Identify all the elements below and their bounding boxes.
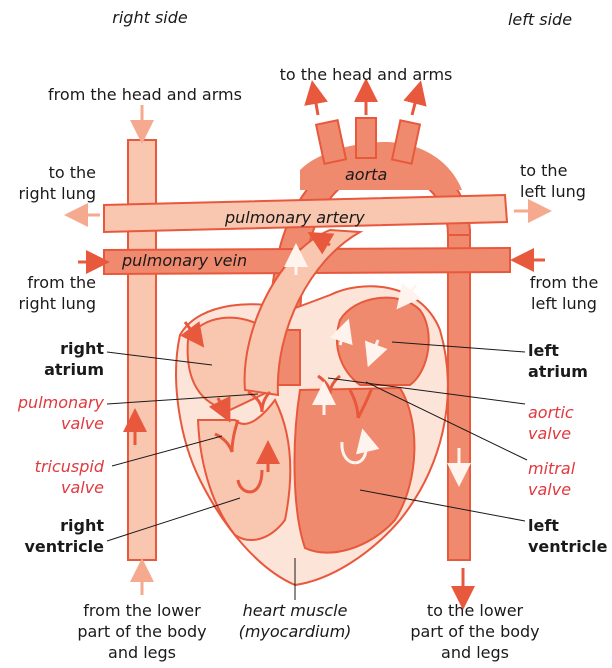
pulmonary-artery-label: pulmonary artery xyxy=(224,208,365,227)
tricuspid-valve-label: tricuspid valve xyxy=(10,456,104,498)
aorta-branch-2 xyxy=(356,118,376,158)
pulmonary-valve-label: pulmonary valve xyxy=(2,392,104,434)
to-left-lung-label: to the left lung xyxy=(520,160,610,202)
from-lower-body-label: from the lower part of the body and legs xyxy=(62,600,222,663)
from-left-lung-label: from the left lung xyxy=(518,272,610,314)
from-head-arms-label: from the head and arms xyxy=(30,84,260,105)
aortic-valve-label: aortic valve xyxy=(528,402,608,444)
mitral-valve-label: mitral valve xyxy=(528,458,608,500)
aorta-label: aorta xyxy=(345,165,387,184)
to-head-arms-label: to the head and arms xyxy=(266,64,466,85)
left-ventricle-label: left ventricle xyxy=(528,515,610,557)
to-right-lung-label: to the right lung xyxy=(8,162,96,204)
left-side-heading: left side xyxy=(490,9,590,30)
from-right-lung-label: from the right lung xyxy=(8,272,96,314)
right-ventricle-label: right ventricle xyxy=(10,515,104,557)
right-atrium-label: right atrium xyxy=(10,338,104,380)
left-atrium-label: left atrium xyxy=(528,340,608,382)
left-atrium-chamber xyxy=(337,298,429,385)
right-side-heading: right side xyxy=(100,7,200,28)
pulmonary-vein-label: pulmonary vein xyxy=(121,251,247,270)
to-lower-body-label: to the lower part of the body and legs xyxy=(390,600,560,663)
heart-muscle-label: heart muscle (myocardium) xyxy=(225,600,365,642)
left-ventricle-chamber xyxy=(295,388,415,553)
